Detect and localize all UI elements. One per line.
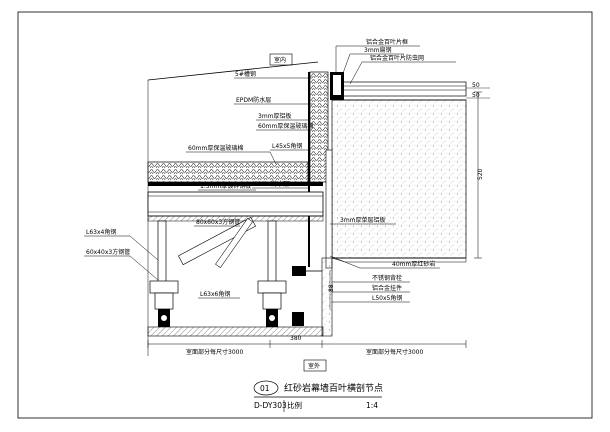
callout-angle-l45: L45x5角钢 <box>272 142 302 150</box>
callout-channel-steel: 5#槽钢 <box>235 70 256 78</box>
callout-al-hanger: 铝合金挂件 <box>372 284 402 292</box>
callout-epdm: EPDM防水层 <box>236 96 271 104</box>
svg-text:室内: 室内 <box>274 56 286 64</box>
louver-frame-band <box>331 81 467 97</box>
dim-50-label: 50 <box>472 92 480 99</box>
aluminum-plate-column <box>308 72 310 267</box>
anchor-plate <box>292 266 306 276</box>
dim-88-label: 88 <box>328 284 335 292</box>
dim-right-label: 室面部分每尺寸3000 <box>366 348 423 356</box>
steel-beam <box>147 191 324 217</box>
inner-frame <box>325 149 333 269</box>
callout-red-sandstone: 40mm厚红砂岩 <box>392 260 435 268</box>
louver-blades <box>178 216 256 269</box>
title-block: 01 红砂岩幕墙百叶横剖节点 D-DY303 比例 1:4 <box>253 380 383 412</box>
callout-galv-plate: 1.5mm厚镀锌钢板 <box>200 182 251 190</box>
drawing-number: D-DY303 <box>254 401 287 410</box>
right-post <box>267 220 277 292</box>
galvanized-plate <box>148 182 323 186</box>
drawing-frame <box>17 11 593 419</box>
callout-louver-screen: 铝合金百叶片防虫网 <box>370 54 424 62</box>
callouts-left <box>84 77 312 299</box>
callout-al-single-plate: 3mm厚单层铝板 <box>340 216 386 224</box>
svg-text:室外: 室外 <box>308 362 320 370</box>
beam-flange <box>147 215 324 222</box>
section-cut-line <box>147 61 319 81</box>
callout-sq-tube-80: 80x60x3方钢管 <box>196 218 240 226</box>
dim-520-label: 520 <box>477 168 484 180</box>
callout-glass-wool: 60mm厚保温玻璃棉 <box>258 122 313 130</box>
callout-louver-frame: 铝合金百叶片框 <box>366 38 408 46</box>
callouts-right <box>329 45 456 303</box>
callout-angle-l63x6: L63x6角钢 <box>200 290 230 298</box>
room-inside-label: 室内 <box>269 53 293 66</box>
callout-ss-back-bolt: 不锈钢背栓 <box>372 274 402 282</box>
right-support <box>257 280 287 327</box>
insulation-slab <box>147 161 309 183</box>
dim-380-label: 380 <box>290 335 302 342</box>
title-number: 01 <box>260 384 270 393</box>
anchor-plate-lower <box>292 312 304 326</box>
callout-epdm-2: EPDM防水层 <box>254 180 289 188</box>
sandstone-edge <box>331 257 467 263</box>
stone-wall <box>331 99 467 259</box>
callout-al-plate: 3mm厚铝板 <box>258 112 292 120</box>
left-post <box>157 220 167 292</box>
callout-glass-wool-top: 60mm厚保温玻璃棉 <box>188 144 243 152</box>
room-outside-label: 室外 <box>303 359 327 372</box>
callout-angle-l63x4: L63x4角钢 <box>86 228 116 236</box>
stone-facing <box>321 257 333 337</box>
dim-50-label: 50 <box>472 82 480 89</box>
callout-sq-tube-60: 60x40x3方钢管 <box>86 248 130 256</box>
title-text: 红砂岩幕墙百叶横剖节点 <box>284 382 383 394</box>
scale-label: 比例 <box>287 400 302 410</box>
scale-value: 1:4 <box>366 401 378 410</box>
left-support <box>149 280 179 327</box>
dim-left-label: 室面部分每尺寸3000 <box>186 348 243 356</box>
callout-angle-l50: L50x5角钢 <box>372 294 402 302</box>
callout-flat-steel: 3mm扁钢 <box>364 46 392 54</box>
